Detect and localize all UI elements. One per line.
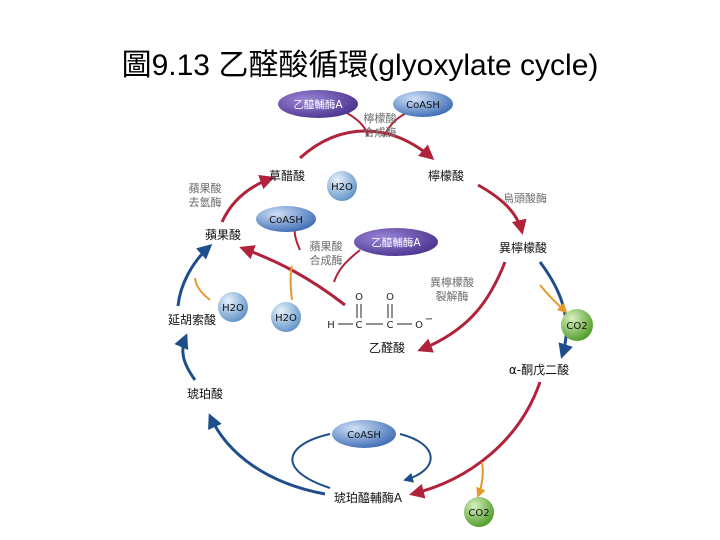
glyoxylate-c1: C xyxy=(356,320,363,331)
co2-bottom-ball: CO2 xyxy=(464,497,494,527)
arrow-isocitrate-to-glyoxylate xyxy=(417,261,507,353)
h2o-left1-ball: H2O xyxy=(218,292,248,322)
acetyl-coa-mid-label: 乙醯輔酶A xyxy=(371,236,421,249)
coash-top-ball: CoASH xyxy=(393,91,453,117)
enzyme-malate-dh-line1: 蘋果酸 xyxy=(189,181,222,195)
enzyme-citrate-synthase-line2: 合成酶 xyxy=(364,125,397,139)
arrow-h2o-mid-in xyxy=(289,265,293,301)
acetyl-coa-top-label: 乙醯輔酶A xyxy=(293,98,343,111)
label-alpha-ketoglutarate: α-酮戊二酸 xyxy=(509,362,569,377)
slide-title: 圖9.13 乙醛酸循環(glyoxylate cycle) xyxy=(121,49,599,82)
coash-mid-label: CoASH xyxy=(269,215,303,226)
arrow-acetylcoa-in xyxy=(344,111,369,137)
h2o-left1-label: H2O xyxy=(222,303,244,314)
glyoxylate-o2: O xyxy=(386,292,394,303)
enzyme-malate-dh-line2: 去氫酶 xyxy=(189,195,222,209)
coash-bottom-ball: CoASH xyxy=(332,420,396,448)
glyoxylate-h: H xyxy=(327,320,335,331)
label-isocitrate: 異檸檬酸 xyxy=(499,240,547,255)
glyoxylate-c2: C xyxy=(387,320,394,331)
h2o-top-label: H2O xyxy=(331,182,353,193)
arrow-citrate-to-isocitrate xyxy=(477,183,527,235)
arrow-co2-out-bottom xyxy=(476,461,486,498)
label-succinyl-coa: 琥珀醯輔酶A xyxy=(334,490,403,505)
arrow-coash-loop-bottom xyxy=(291,433,331,489)
glyoxylate-o-minus: O xyxy=(415,320,423,331)
label-malate: 蘋果酸 xyxy=(205,227,241,242)
h2o-left2-ball: H2O xyxy=(271,302,301,332)
coash-top-label: CoASH xyxy=(406,100,440,111)
co2-right-ball: CO2 xyxy=(561,309,593,341)
glyoxylate-o1: O xyxy=(355,292,363,303)
enzyme-malate-synthase-line1: 蘋果酸 xyxy=(310,239,343,253)
co2-bottom-label: CO2 xyxy=(468,508,489,519)
h2o-left2-label: H2O xyxy=(275,313,297,324)
coash-mid-ball: CoASH xyxy=(256,206,316,232)
glyoxylate-charge: − xyxy=(425,314,433,325)
arrow-h2o-in-left xyxy=(194,277,211,301)
arrow-akg-to-succinylcoa xyxy=(409,381,542,499)
arrow-fumarate-to-malate xyxy=(176,244,213,307)
enzyme-aconitase: 烏頭酸酶 xyxy=(503,191,547,205)
label-glyoxylate: 乙醛酸 xyxy=(369,340,405,355)
arrow-malate-to-oxaloacetate xyxy=(220,175,275,223)
arrow-co2-out-right xyxy=(539,284,568,314)
enzyme-isocitrate-lyase-line1: 異檸檬酸 xyxy=(430,275,474,289)
enzyme-malate-synthase-line2: 合成酶 xyxy=(310,253,343,267)
arrow-acetylcoa-mid-in xyxy=(333,249,361,283)
arrow-succinate-to-fumarate xyxy=(174,333,197,381)
acetyl-coa-mid-oval: 乙醯輔酶A xyxy=(354,228,438,256)
label-fumarate: 延胡索酸 xyxy=(168,312,216,327)
acetyl-coa-top-oval: 乙醯輔酶A xyxy=(278,90,358,118)
glyoxylate-structure: O O H C C O − xyxy=(327,292,433,331)
co2-right-label: CO2 xyxy=(566,321,587,332)
enzyme-citrate-synthase-line1: 檸檬酸 xyxy=(364,111,397,125)
arrow-coash-loop-bottom-out xyxy=(399,433,432,483)
label-oxaloacetate: 草醋酸 xyxy=(269,168,305,183)
label-succinate: 琥珀酸 xyxy=(187,386,223,401)
arrow-glyoxylate-to-malate xyxy=(239,245,346,307)
h2o-top-ball: H2O xyxy=(327,171,357,201)
enzyme-isocitrate-lyase-line2: 裂解酶 xyxy=(436,289,469,303)
coash-bottom-label: CoASH xyxy=(347,430,381,441)
arrow-succinylcoa-to-succinate xyxy=(208,413,326,496)
label-citrate: 檸檬酸 xyxy=(428,168,464,183)
